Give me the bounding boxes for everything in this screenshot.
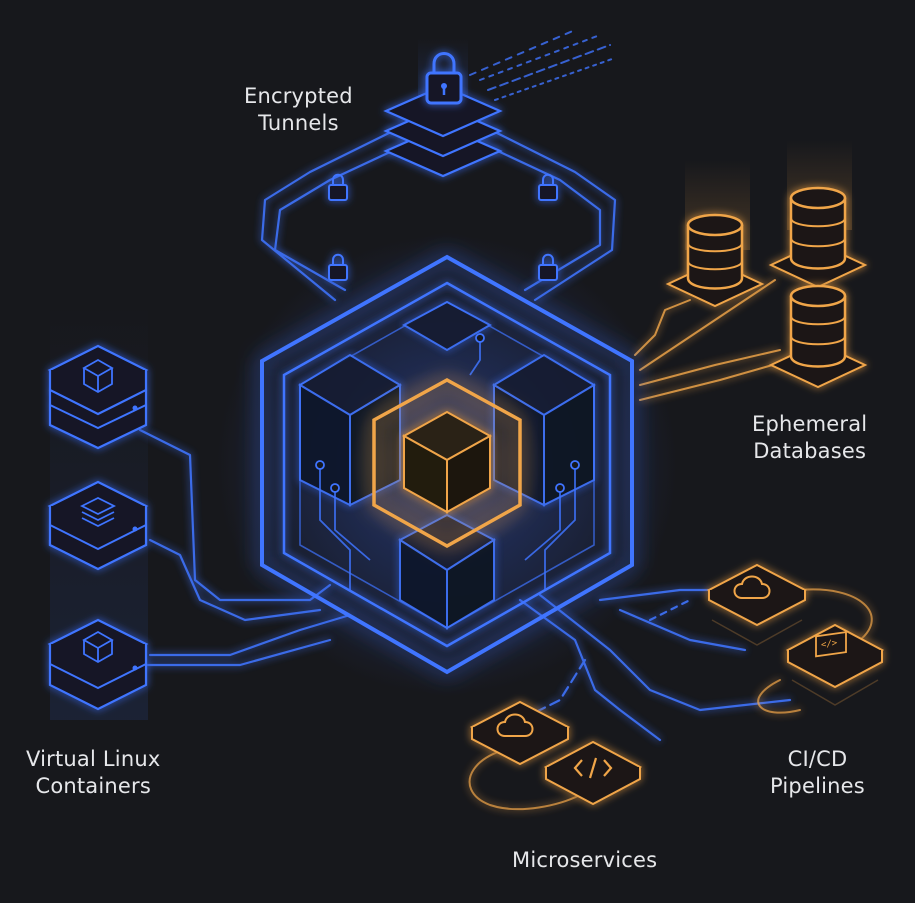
label-encrypted-tunnels-line2: Tunnels — [258, 111, 339, 135]
label-ci-cd-pipelines: CI/CD Pipelines — [770, 746, 865, 800]
virtual-linux-containers-node — [47, 300, 149, 720]
server-stack-icon — [47, 344, 149, 450]
label-virtual-linux-containers-line2: Containers — [35, 774, 152, 798]
label-encrypted-tunnels-line1: Encrypted — [244, 84, 353, 108]
label-ephemeral-databases-line1: Ephemeral — [752, 412, 868, 436]
label-ci-cd-pipelines-line1: CI/CD — [787, 747, 848, 771]
database-cylinder-icon — [768, 186, 868, 289]
database-cylinder-icon — [768, 284, 868, 389]
label-virtual-linux-containers: Virtual Linux Containers — [26, 746, 160, 800]
microservices-node — [469, 700, 643, 806]
database-cylinder-icon — [665, 213, 765, 308]
cloud-icon — [469, 700, 571, 766]
padlock-icon — [425, 52, 463, 105]
padlock-icon — [538, 173, 558, 201]
tunnel-padlocks — [328, 173, 558, 281]
server-stack-icon — [47, 480, 149, 571]
label-virtual-linux-containers-line1: Virtual Linux — [26, 747, 161, 771]
server-stack-icon — [47, 618, 149, 711]
label-ci-cd-pipelines-line2: Pipelines — [770, 774, 865, 798]
ephemeral-databases-node — [665, 140, 868, 389]
encrypted-tunnels-node — [383, 38, 503, 178]
label-encrypted-tunnels: Encrypted Tunnels — [244, 83, 353, 137]
label-microservices: Microservices — [512, 847, 657, 874]
code-brackets-icon: </> — [785, 623, 885, 689]
central-hub — [217, 235, 677, 695]
padlock-icon — [328, 173, 348, 201]
ci-cd-pipelines-node: </> — [706, 563, 885, 706]
padlock-icon — [328, 253, 348, 281]
label-ephemeral-databases-line2: Databases — [753, 439, 867, 463]
label-microservices-line1: Microservices — [512, 848, 658, 872]
padlock-icon — [538, 253, 558, 281]
code-brackets-icon — [543, 740, 643, 806]
svg-text:</>: </> — [821, 638, 838, 650]
label-ephemeral-databases: Ephemeral Databases — [752, 411, 867, 465]
cloud-icon — [706, 563, 808, 627]
